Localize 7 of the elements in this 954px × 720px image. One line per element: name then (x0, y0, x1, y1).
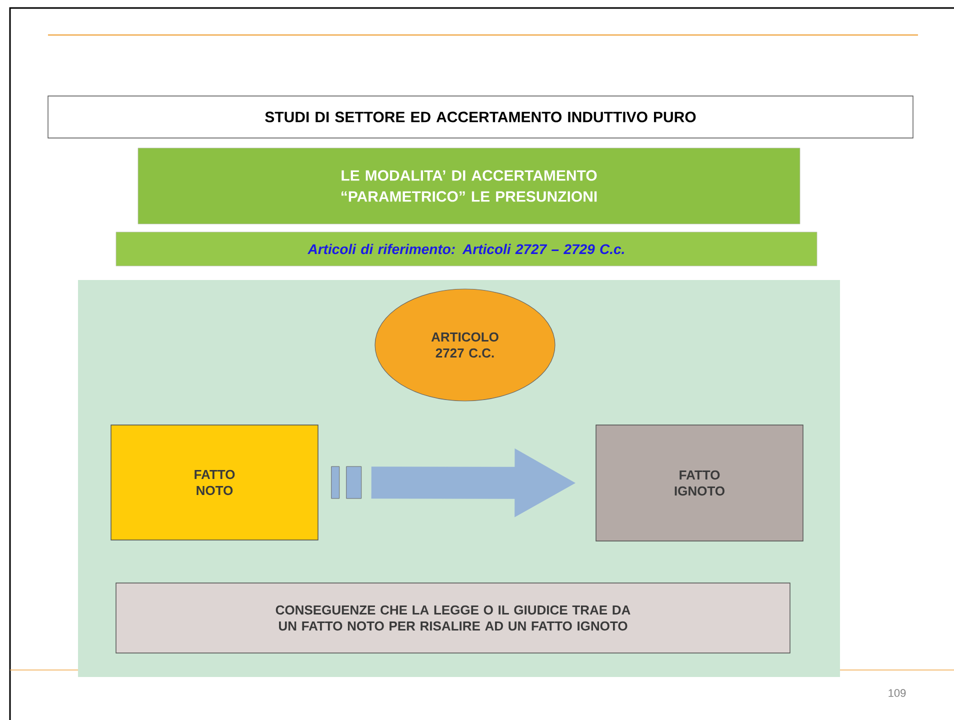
text-box: CONSEGUENZE CHE LA LEGGE O IL GIUDICE TRAE DA UN FATTO NOTO PER RISALIRE AD UN FATTO IGNOTO (116, 582, 790, 654)
text-box: FATTO IGNOTO (596, 424, 804, 542)
text-box: FATTO NOTO (110, 424, 318, 540)
banner-box: LE MODALITA’ DI ACCERTAMENTO “PARAMETRICO” LE PRESUNZIONI (138, 148, 800, 224)
banner-box: Articoli di riferimento: Articoli 2727 – 2729 C.c. (116, 232, 818, 266)
text-box: STUDI DI SETTORE ED ACCERTAMENTO INDUTTIVO PURO (48, 96, 914, 138)
page-number: 109 (888, 689, 906, 697)
